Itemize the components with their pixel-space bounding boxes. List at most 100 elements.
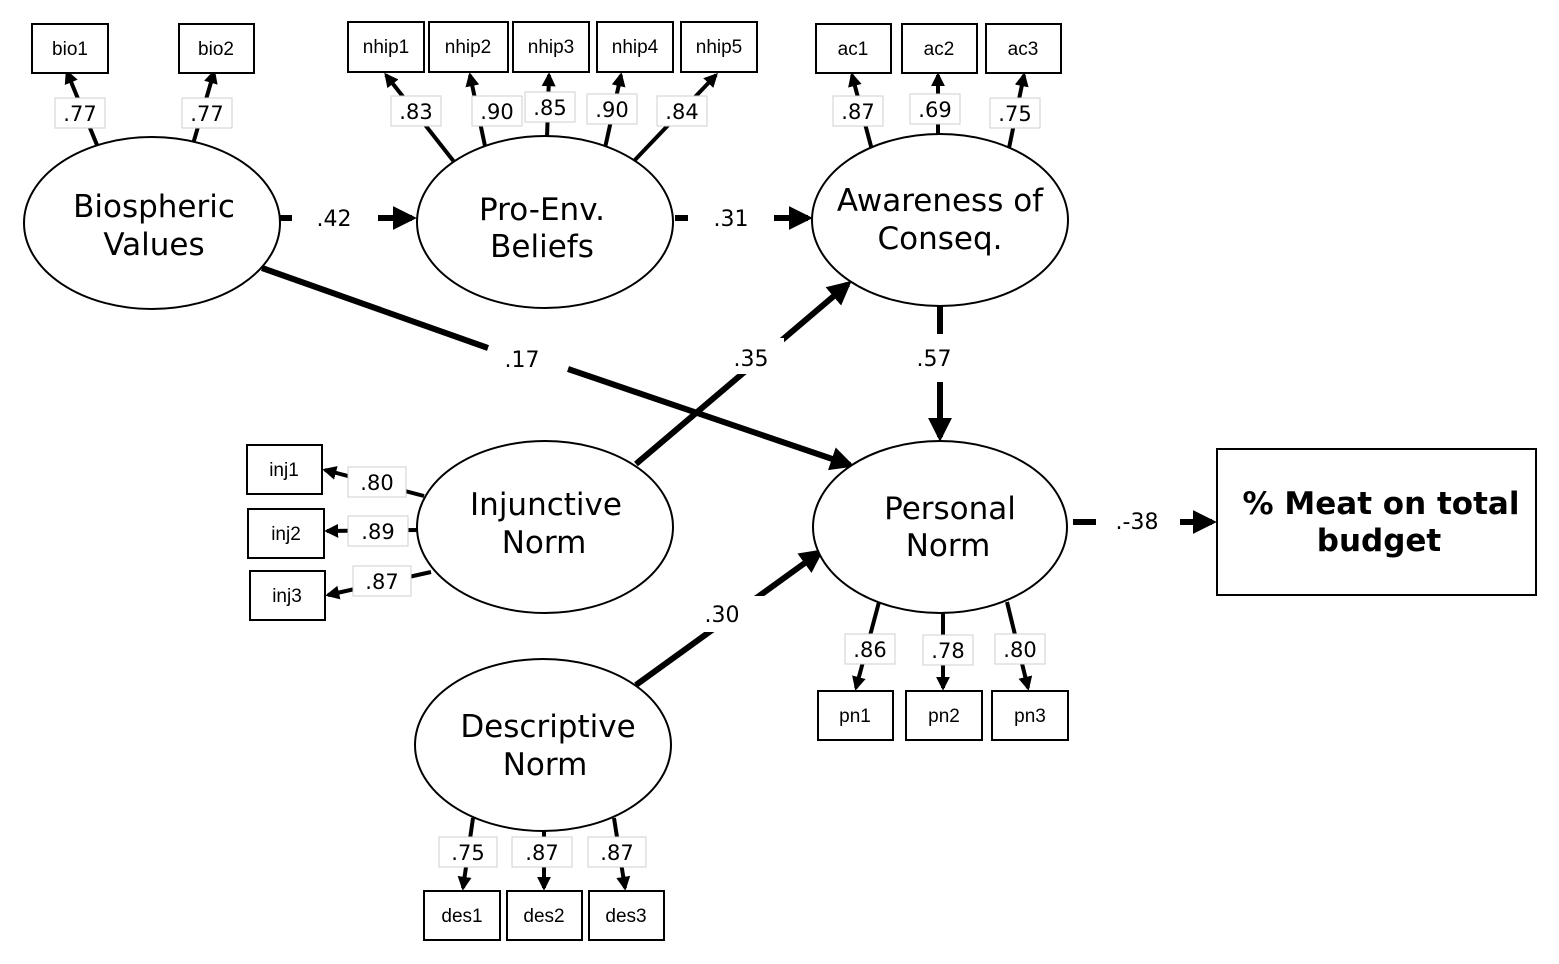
svg-text:nhip3: nhip3 [528,37,575,58]
loading-labels: .77 .77 .83 .90 .85 .90 .84 .87 .69 .75 … [54,91,1046,868]
structural-paths: .42 .31 .17 .35 .57 .30 .-38 [260,206,1217,688]
svg-text:des3: des3 [605,906,646,927]
indicator-inj3: inj3 [249,570,326,621]
indicator-des1: des1 [423,890,501,941]
svg-text:Norm: Norm [503,747,588,783]
indicator-nhip5: nhip5 [680,21,758,73]
svg-text:inj2: inj2 [271,524,301,545]
indicator-des3: des3 [588,890,665,941]
indicator-des2: des2 [506,890,583,941]
svg-text:.78: .78 [931,639,964,663]
loading-label-nhip5: .84 [656,95,708,127]
svg-text:pn1: pn1 [839,706,871,727]
loading-label-pn3: .80 [994,633,1046,665]
latent-descriptive-norm: Descriptive Norm [414,658,672,832]
path-bio-personal-b [567,366,855,471]
loading-label-des2: .87 [511,836,573,868]
svg-text:Norm: Norm [906,528,991,564]
loading-label-bio2: .77 [181,97,233,129]
svg-text:.77: .77 [190,102,223,126]
indicator-bio2: bio2 [178,23,255,74]
indicator-nhip1: nhip1 [347,21,425,73]
svg-text:Beliefs: Beliefs [490,229,594,265]
loading-label-ac1: .87 [832,95,884,127]
svg-text:nhip1: nhip1 [363,37,410,58]
path-coef-injunctive-awareness: .35 [734,347,769,372]
indicator-bio1: bio1 [31,23,109,74]
indicator-ac2: ac2 [901,23,978,74]
loading-label-bio1: .77 [54,97,106,129]
svg-text:nhip5: nhip5 [696,37,743,58]
svg-text:.84: .84 [665,100,698,124]
svg-text:inj1: inj1 [269,460,299,481]
svg-text:.80: .80 [1003,638,1036,662]
svg-text:.75: .75 [998,102,1031,126]
indicator-inj1: inj1 [246,444,323,495]
svg-text:.86: .86 [853,638,886,662]
svg-text:.87: .87 [600,841,633,865]
latent-personal-norm: Personal Norm [812,440,1068,614]
indicator-ac1: ac1 [815,23,892,74]
svg-text:.87: .87 [365,570,398,594]
svg-text:Awareness of: Awareness of [837,183,1044,219]
loading-label-inj2: .89 [347,515,409,547]
svg-text:.80: .80 [360,471,393,495]
svg-text:.85: .85 [533,96,566,120]
path-coef-proenv-awareness: .31 [714,207,749,232]
loading-label-ac2: .69 [909,93,961,125]
latent-pro-env-beliefs: Pro-Env. Beliefs [416,135,674,309]
latent-injunctive-norm: Injunctive Norm [416,440,674,614]
svg-text:inj3: inj3 [272,586,302,607]
loading-label-inj1: .80 [347,466,407,498]
loading-label-des1: .75 [438,836,498,868]
svg-text:Values: Values [103,227,204,263]
loading-label-inj3: .87 [352,565,412,597]
path-coef-awareness-personal: .57 [917,347,952,372]
svg-text:Injunctive: Injunctive [470,487,622,523]
path-bio-personal-a [260,265,490,351]
svg-text:Personal: Personal [884,491,1016,527]
svg-text:ac2: ac2 [924,39,955,60]
loading-label-des3: .87 [587,836,647,868]
loading-label-pn1: .86 [844,633,896,665]
path-label-bg-injunctive-awareness [718,338,784,374]
path-coef-bio-personal: .17 [505,348,540,373]
path-coef-personal-meat: .-38 [1116,510,1159,535]
svg-text:bio2: bio2 [198,39,234,60]
indicator-pn2: pn2 [905,690,983,741]
indicator-boxes: bio1 bio2 nhip1 nhip2 nhip3 nhip4 nhip5 … [31,21,1069,941]
path-coef-bio-proenv: .42 [317,207,352,232]
latent-biospheric-values: Biospheric Values [23,136,281,310]
svg-text:Norm: Norm [502,525,587,561]
svg-text:ac1: ac1 [838,39,869,60]
indicator-nhip2: nhip2 [428,21,509,73]
loading-label-nhip3: .85 [524,91,576,123]
svg-text:budget: budget [1317,523,1442,559]
indicator-nhip4: nhip4 [596,21,674,73]
svg-text:ac3: ac3 [1008,39,1039,60]
svg-text:nhip4: nhip4 [612,37,659,58]
svg-text:Conseq.: Conseq. [877,221,1002,257]
indicator-pn3: pn3 [991,690,1069,741]
svg-text:pn2: pn2 [928,706,960,727]
svg-text:Biospheric: Biospheric [73,189,235,225]
loading-label-nhip1: .83 [390,95,442,127]
svg-text:pn3: pn3 [1014,706,1046,727]
loading-label-ac3: .75 [989,97,1041,129]
svg-text:des2: des2 [523,906,564,927]
svg-text:.90: .90 [595,98,628,122]
loading-label-pn2: .78 [922,634,974,666]
indicator-inj2: inj2 [247,508,325,559]
svg-text:.87: .87 [841,100,874,124]
svg-text:% Meat on total: % Meat on total [1243,486,1520,522]
loading-label-nhip4: .90 [586,93,638,125]
svg-text:Pro-Env.: Pro-Env. [479,192,605,228]
svg-text:bio1: bio1 [52,39,88,60]
svg-text:Descriptive: Descriptive [460,709,635,745]
svg-text:.69: .69 [918,98,951,122]
latent-constructs: Biospheric Values Pro-Env. Beliefs Aware… [23,133,1069,832]
indicator-pn1: pn1 [817,690,894,741]
svg-text:.83: .83 [399,100,432,124]
svg-text:.87: .87 [525,841,558,865]
